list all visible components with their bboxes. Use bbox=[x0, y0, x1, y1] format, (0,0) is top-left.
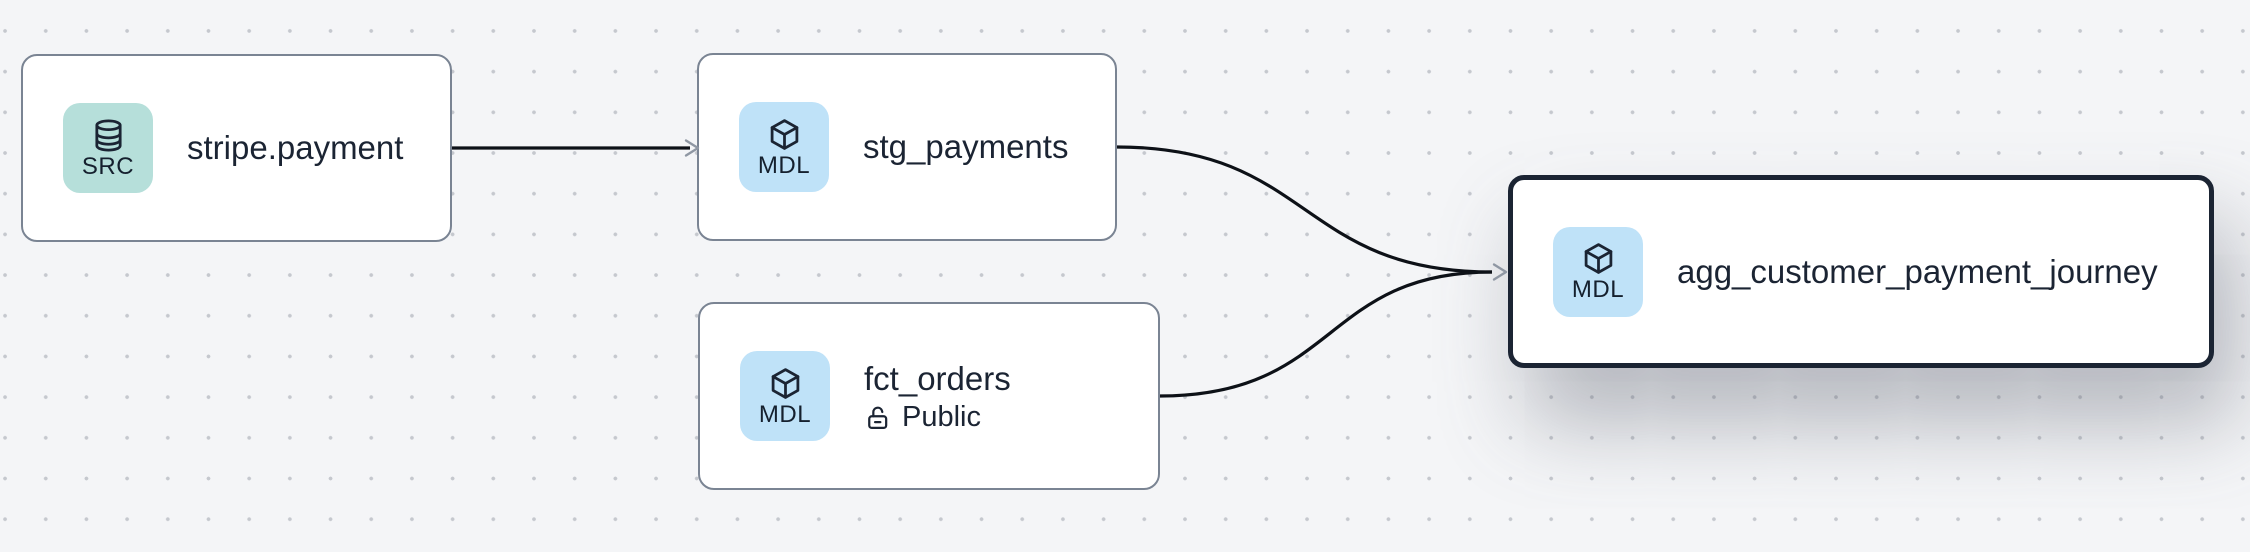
model-type-badge: MDL bbox=[740, 351, 830, 441]
node-stg-payments[interactable]: MDL stg_payments bbox=[697, 53, 1117, 241]
visibility-row: Public bbox=[864, 403, 1011, 432]
cube-icon bbox=[771, 367, 799, 399]
database-icon bbox=[94, 119, 122, 151]
badge-label: MDL bbox=[757, 151, 811, 179]
source-type-badge: SRC bbox=[63, 103, 153, 193]
node-stripe-payment[interactable]: SRC stripe.payment bbox=[21, 54, 452, 242]
edge-fct-orders-to-agg-customer-payment-journey bbox=[1159, 270, 1493, 398]
visibility-label: Public bbox=[902, 401, 981, 434]
node-agg-customer-payment-journey[interactable]: MDL agg_customer_payment_journey bbox=[1508, 175, 2214, 368]
node-text-block: fct_orders Public bbox=[864, 360, 1011, 433]
node-title: agg_customer_payment_journey bbox=[1677, 252, 2158, 290]
cube-icon bbox=[1584, 243, 1612, 274]
node-title: stg_payments bbox=[863, 128, 1069, 166]
badge-label: MDL bbox=[758, 400, 812, 428]
model-type-badge: MDL bbox=[739, 102, 829, 192]
arrowhead-icon bbox=[1492, 263, 1508, 281]
node-title: stripe.payment bbox=[187, 129, 404, 167]
cube-icon bbox=[770, 118, 798, 150]
edge-stg-payments-to-agg-customer-payment-journey bbox=[1116, 145, 1493, 274]
node-fct-orders[interactable]: MDL fct_orders Public bbox=[698, 302, 1160, 490]
badge-label: MDL bbox=[1571, 276, 1625, 303]
node-title: fct_orders bbox=[864, 359, 1011, 397]
lock-open-icon bbox=[868, 406, 888, 429]
badge-label: SRC bbox=[81, 152, 135, 180]
model-type-badge: MDL bbox=[1553, 226, 1643, 317]
